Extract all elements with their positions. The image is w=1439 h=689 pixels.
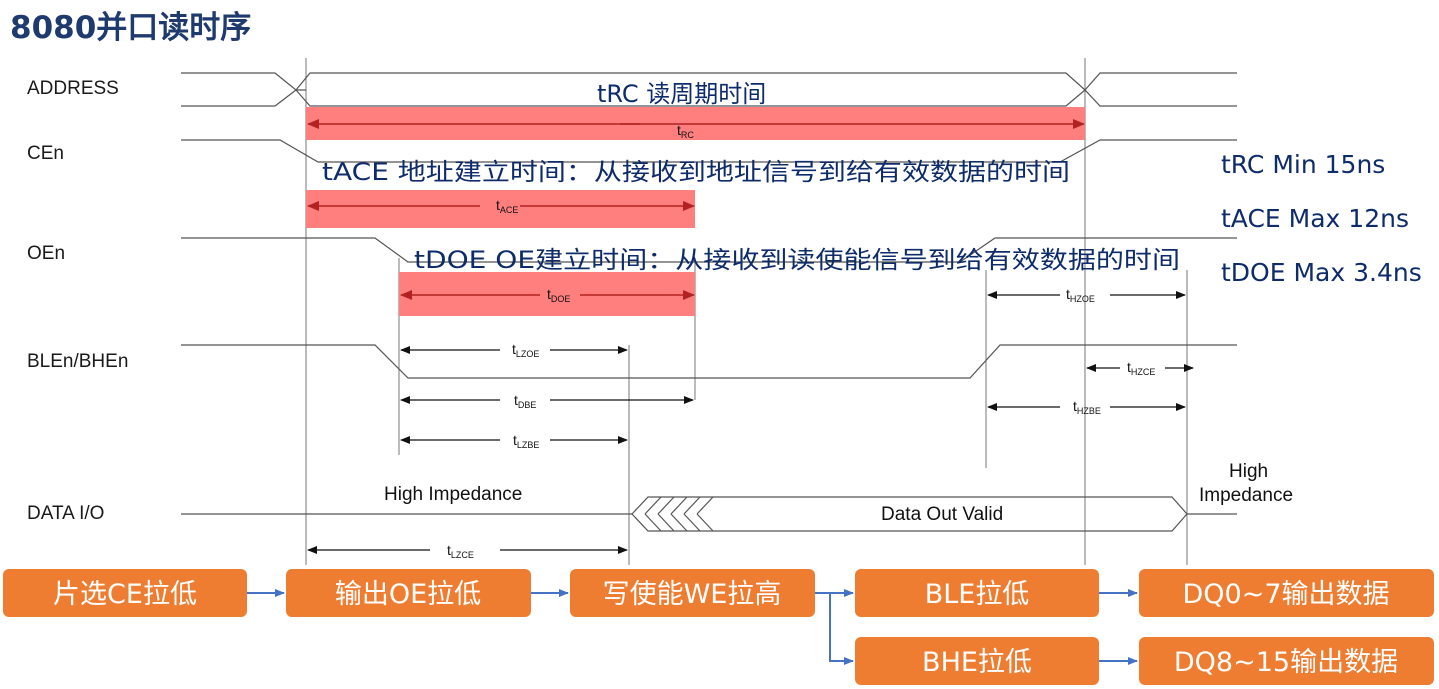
data-state-valid: Data Out Valid	[881, 504, 1003, 525]
spec-tace: tACE Max 12ns	[1221, 204, 1409, 233]
timing-label-thzoe: tHZOE	[1066, 286, 1095, 304]
signal-label-cen: CEn	[27, 143, 64, 164]
flow-box-step3	[570, 569, 815, 617]
timing-label-thzbe: tHZBE	[1073, 398, 1101, 416]
page-title: 8080并口读时序	[10, 10, 252, 46]
annotation-trc: tRC 读周期时间	[597, 80, 766, 108]
tdoe-highlight-bar	[399, 272, 695, 316]
flow-box-step4b	[855, 637, 1099, 685]
waveform-data	[181, 496, 1237, 532]
flow-box-step1	[3, 569, 247, 617]
flow-box-step4a	[855, 569, 1099, 617]
timing-label-tlzoe: tLZOE	[512, 341, 539, 359]
highlight-arrows	[307, 119, 1085, 300]
timing-label-tdbe: tDBE	[514, 392, 536, 410]
timing-label-tace: tACE	[496, 197, 518, 215]
signal-label-blen: BLEn/BHEn	[27, 351, 128, 372]
timing-arrows	[307, 291, 1194, 554]
timing-label-thzce: tHZCE	[1127, 359, 1155, 377]
waveform-address	[181, 72, 1237, 107]
spec-trc: tRC Min 15ns	[1221, 150, 1385, 179]
flow-box-step2	[286, 569, 531, 617]
timing-label-tlzbe: tLZBE	[513, 432, 539, 450]
data-state-high-impedance-right-1: High	[1229, 461, 1268, 482]
flow-box-step5b	[1139, 637, 1434, 685]
flow-label-step2: 输出OE拉低	[335, 579, 481, 610]
flow-label-step4a: BLE拉低	[925, 579, 1030, 610]
spec-tdoe: tDOE Max 3.4ns	[1221, 258, 1422, 287]
flow-label-step4b: BHE拉低	[922, 647, 1032, 678]
tace-highlight-bar	[306, 190, 695, 228]
flow-label-step5a: DQ0~7输出数据	[1182, 579, 1389, 610]
timing-label-tdoe: tDOE	[547, 286, 570, 304]
signal-label-data: DATA I/O	[27, 503, 104, 524]
flow-label-step5b: DQ8~15输出数据	[1174, 647, 1398, 678]
flow-label-step1: 片选CE拉低	[53, 579, 197, 610]
flow-box-step5a	[1139, 569, 1434, 617]
signal-label-address: ADDRESS	[27, 78, 119, 99]
waveform-cen	[181, 139, 1237, 163]
timing-label-tlzce: tLZCE	[447, 542, 474, 560]
data-state-high-impedance-left: High Impedance	[384, 484, 522, 505]
waveform-blen	[181, 344, 1237, 379]
data-state-high-impedance-right-2: Impedance	[1199, 485, 1293, 506]
flow-diagram: 片选CE拉低 输出OE拉低 写使能WE拉高 BLE拉低 BHE拉低 DQ0~7输…	[3, 569, 1434, 685]
flow-label-step3: 写使能WE拉高	[603, 579, 782, 610]
annotation-tace: tACE 地址建立时间：从接收到地址信号到给有效数据的时间	[322, 158, 1070, 186]
timing-label-trc: tRC	[677, 122, 694, 140]
flow-arrows	[247, 589, 1138, 665]
waveform-oen	[181, 237, 1237, 263]
annotation-tdoe: tDOE OE建立时间：从接收到读使能信号到给有效数据的时间	[414, 246, 1180, 274]
signal-label-oen: OEn	[27, 243, 65, 264]
